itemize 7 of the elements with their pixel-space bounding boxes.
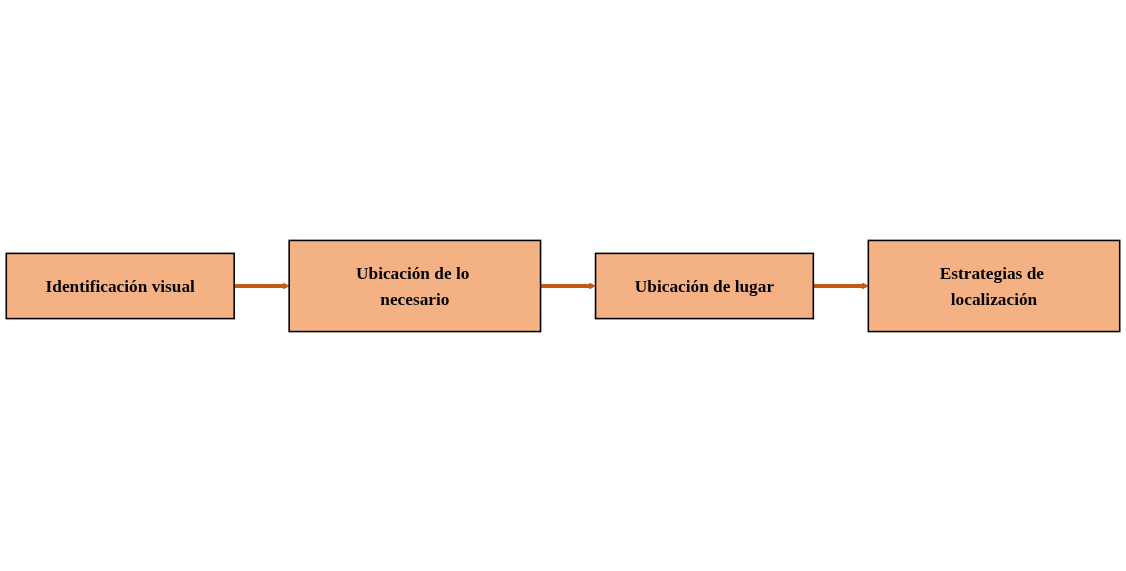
arrow (540, 282, 596, 289)
node-box: Ubicación de lo necesario (288, 239, 542, 332)
node-box: Ubicación de lugar (594, 252, 815, 319)
node-box: Estrategias de localización (867, 239, 1121, 332)
arrow (813, 282, 869, 289)
arrow (234, 282, 290, 289)
node-box: Identificación visual (5, 252, 235, 319)
